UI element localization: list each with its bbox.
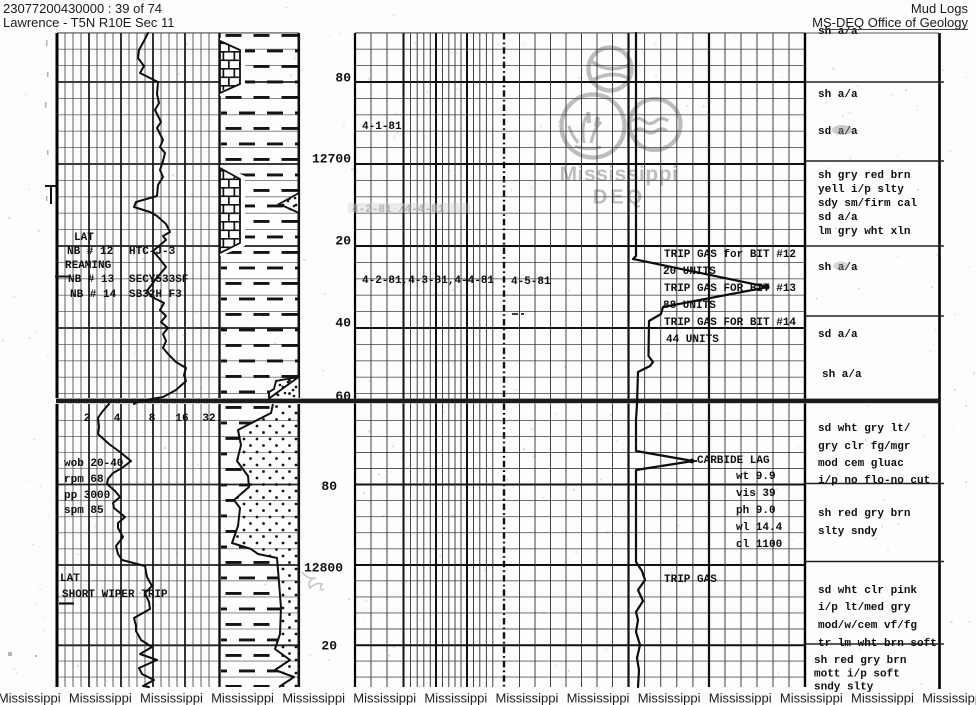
svg-text:sd a/a: sd a/a — [818, 126, 858, 138]
svg-text:sd wht clr pink: sd wht clr pink — [818, 585, 917, 597]
svg-text:23077200430000 : 39 of 74: 23077200430000 : 39 of 74 — [3, 1, 162, 16]
svg-text:sh gry red brn: sh gry red brn — [818, 170, 910, 182]
svg-text:4-1-81: 4-1-81 — [362, 121, 402, 133]
svg-text:sh red gry brn: sh red gry brn — [814, 655, 906, 667]
svg-text:4-5-81: 4-5-81 — [511, 276, 551, 288]
svg-text:Mississippi: Mississippi — [69, 691, 132, 705]
svg-text:sh a/a: sh a/a — [818, 262, 858, 274]
svg-text:Mississippi: Mississippi — [851, 691, 914, 705]
svg-text:88 UNITS: 88 UNITS — [663, 300, 716, 312]
svg-text:40: 40 — [335, 316, 351, 331]
svg-text:sh red gry brn: sh red gry brn — [818, 508, 910, 520]
svg-text:mott i/p soft: mott i/p soft — [814, 669, 900, 681]
svg-text:20: 20 — [321, 639, 337, 654]
svg-text:NB # 14: NB # 14 — [70, 289, 117, 301]
svg-text:Mississippi: Mississippi — [0, 691, 61, 705]
svg-text:wt 9.9: wt 9.9 — [736, 471, 776, 483]
svg-text:TRIP GAS: TRIP GAS — [664, 574, 717, 586]
svg-text:SB32H F3: SB32H F3 — [129, 289, 182, 301]
svg-text:Mud Logs: Mud Logs — [911, 1, 969, 16]
svg-text:vis 39: vis 39 — [736, 488, 776, 500]
svg-text:pp 3000: pp 3000 — [64, 490, 110, 502]
svg-text:sndy slty: sndy slty — [814, 682, 874, 694]
svg-text:Mississippi: Mississippi — [140, 691, 203, 705]
svg-text:wob 20-40: wob 20-40 — [64, 458, 123, 470]
svg-text:HTC-J-3: HTC-J-3 — [129, 246, 176, 258]
svg-text:DEQ: DEQ — [593, 187, 645, 209]
svg-text:8: 8 — [149, 413, 156, 425]
svg-text:Mississippi: Mississippi — [496, 691, 559, 705]
svg-text:Mississippi: Mississippi — [922, 691, 976, 705]
svg-text:i/p no flo-no cut: i/p no flo-no cut — [818, 475, 930, 487]
svg-text:rpm 68: rpm 68 — [64, 474, 104, 486]
svg-text:12700: 12700 — [312, 152, 351, 167]
svg-text:Mississippi: Mississippi — [709, 691, 772, 705]
svg-text:ph 9.0: ph 9.0 — [736, 505, 776, 517]
svg-text:MS-DEQ Office of Geology: MS-DEQ Office of Geology — [812, 15, 968, 30]
svg-text:44 UNITS: 44 UNITS — [666, 334, 719, 346]
svg-text:4-2-81 /4-4-81: 4-2-81 /4-4-81 — [352, 204, 445, 216]
svg-text:SECY533SF: SECY533SF — [129, 274, 188, 286]
svg-text:cl 1100: cl 1100 — [736, 539, 782, 551]
svg-text:32: 32 — [202, 413, 215, 425]
svg-text:mod/w/cem vf/fg: mod/w/cem vf/fg — [818, 620, 917, 632]
svg-text:Mississippi: Mississippi — [211, 691, 274, 705]
svg-text:sd a/a: sd a/a — [818, 329, 858, 341]
svg-text:slty sndy: slty sndy — [818, 526, 878, 538]
svg-text:sd wht gry lt/: sd wht gry lt/ — [818, 423, 911, 435]
svg-text:wl 14.4: wl 14.4 — [736, 522, 783, 534]
svg-text:NB # 13: NB # 13 — [68, 274, 115, 286]
svg-text:i/p lt/med gry: i/p lt/med gry — [818, 602, 911, 614]
svg-text:Mississippi: Mississippi — [638, 691, 701, 705]
svg-text:16: 16 — [175, 413, 188, 425]
svg-text:mod cem gluac: mod cem gluac — [818, 458, 904, 470]
svg-text:yell i/p slty: yell i/p slty — [818, 184, 904, 196]
svg-text:Mississippi: Mississippi — [353, 691, 416, 705]
svg-text:Mississippi: Mississippi — [424, 691, 487, 705]
svg-text:80: 80 — [335, 71, 351, 86]
svg-text:gry clr fg/mgr: gry clr fg/mgr — [818, 441, 910, 453]
svg-text:REAMING: REAMING — [65, 260, 112, 272]
svg-text:20: 20 — [335, 234, 351, 249]
svg-text:tr lm wht brn soft: tr lm wht brn soft — [818, 638, 937, 650]
svg-text:sh a/a: sh a/a — [818, 89, 858, 101]
svg-text:spm 85: spm 85 — [64, 505, 104, 517]
svg-text:NB # 12: NB # 12 — [67, 246, 113, 258]
svg-text:sdy sm/firm cal: sdy sm/firm cal — [818, 198, 917, 210]
svg-text:TRIP GAS for BIT #12: TRIP GAS for BIT #12 — [664, 249, 796, 261]
svg-text:Mississippi: Mississippi — [567, 691, 630, 705]
svg-text:sd a/a: sd a/a — [818, 212, 858, 224]
svg-text:sh a/a: sh a/a — [818, 26, 858, 38]
svg-text:LAT: LAT — [74, 232, 94, 244]
svg-text:lm gry wht xln: lm gry wht xln — [818, 226, 910, 238]
svg-text:SHORT WIPER TRIP: SHORT WIPER TRIP — [62, 589, 168, 601]
svg-text:4-2-81,4-3-81,4-4-81: 4-2-81,4-3-81,4-4-81 — [362, 275, 494, 287]
svg-text:Lawrence - T5N R10E Sec 11: Lawrence - T5N R10E Sec 11 — [3, 15, 175, 30]
svg-text:Mississippi: Mississippi — [780, 691, 843, 705]
svg-text:TRIP GAS FOR BIT #14: TRIP GAS FOR BIT #14 — [664, 317, 796, 329]
svg-text:80: 80 — [321, 479, 337, 494]
svg-text:12800: 12800 — [304, 561, 343, 576]
svg-text:CARBIDE LAG: CARBIDE LAG — [697, 455, 770, 467]
svg-text:sh a/a: sh a/a — [822, 369, 862, 381]
svg-text:LAT: LAT — [60, 573, 80, 585]
svg-text:2: 2 — [84, 413, 91, 425]
svg-text:4: 4 — [114, 413, 121, 425]
svg-text:Mississippi: Mississippi — [282, 691, 345, 705]
